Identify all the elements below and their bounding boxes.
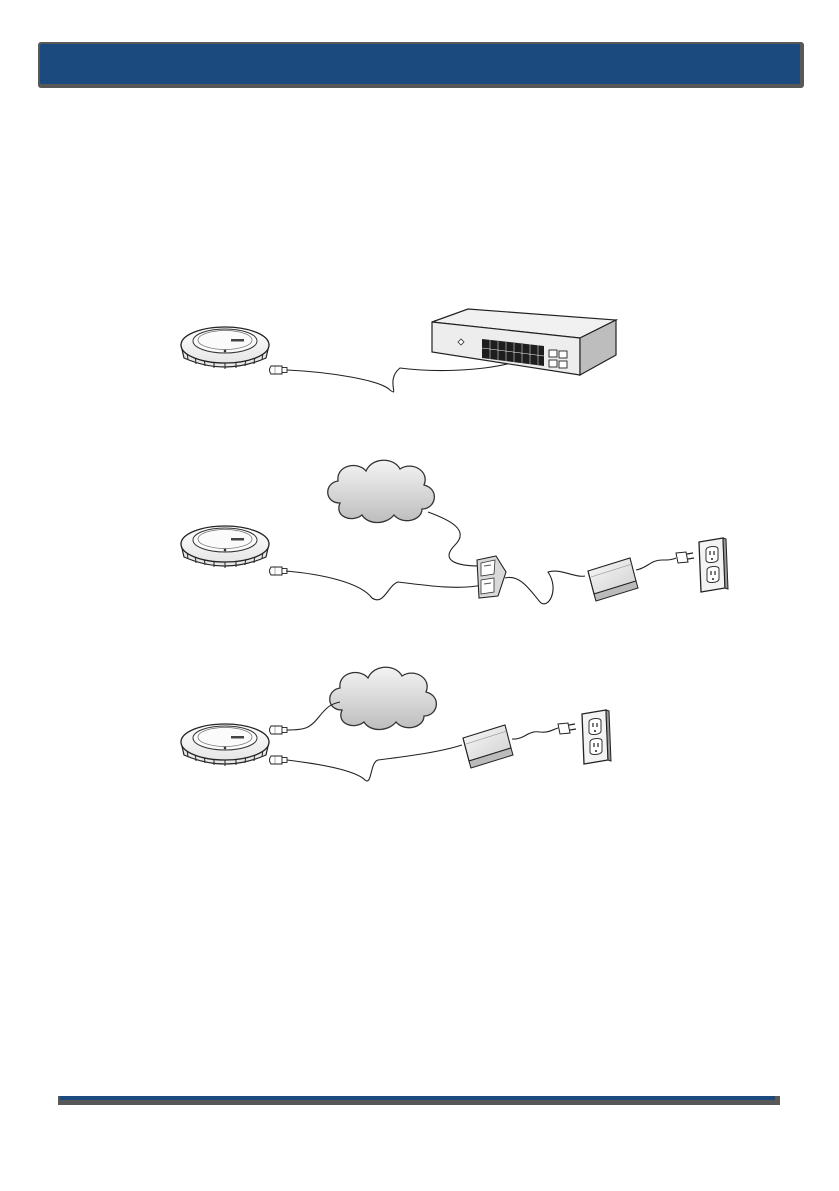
power-adapter-icon — [588, 558, 638, 601]
poe-injector-icon — [477, 556, 506, 598]
diagram-power-adapter — [181, 667, 611, 781]
ethernet-plug-icon — [270, 567, 288, 575]
access-point-icon — [181, 526, 269, 568]
ethernet-cable — [287, 362, 515, 392]
power-adapter-icon — [463, 725, 513, 768]
ethernet-plug-icon — [270, 366, 288, 374]
network-cloud-icon — [328, 460, 435, 522]
power-plug-icon — [558, 723, 576, 734]
footer-bar — [58, 1096, 780, 1105]
power-cable — [287, 745, 462, 781]
ethernet-cable — [286, 571, 482, 600]
power-cord — [512, 728, 558, 739]
diagram-poe-injector — [181, 460, 728, 604]
access-point-icon — [181, 724, 269, 766]
network-cloud-icon — [330, 667, 437, 729]
access-point-icon — [181, 327, 269, 369]
power-cable — [505, 571, 585, 604]
power-cord — [636, 558, 676, 570]
wall-outlet-icon — [582, 710, 611, 764]
power-plug-icon — [676, 552, 694, 563]
wall-outlet-icon — [699, 538, 728, 592]
poe-switch-icon — [432, 309, 616, 375]
ethernet-plug-icon — [270, 726, 288, 734]
power-jack-icon — [270, 756, 288, 764]
footer-band — [60, 1096, 775, 1100]
network-cable — [428, 512, 480, 566]
diagram-poe-switch — [181, 309, 616, 392]
